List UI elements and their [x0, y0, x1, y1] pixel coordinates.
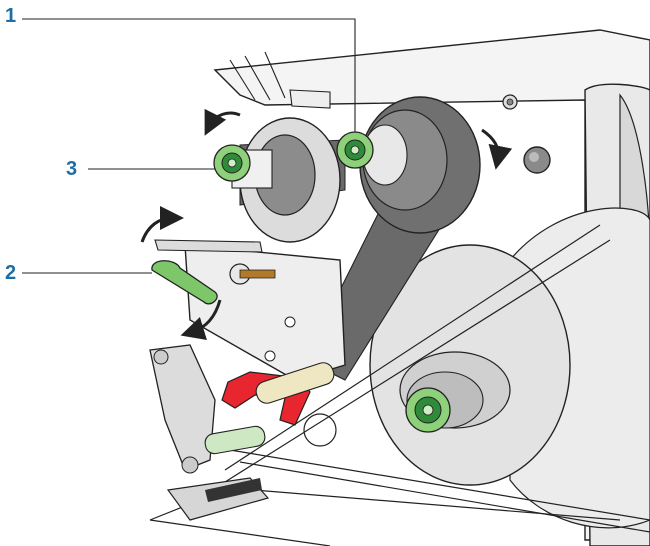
rewind-spindle: [213, 117, 341, 243]
supply-spindle: [336, 96, 481, 234]
release-lever: [151, 260, 276, 305]
rotation-arrow-icon: [140, 108, 513, 340]
label-strip: [149, 224, 650, 546]
label-roll: [509, 83, 650, 546]
lower-roll: [369, 244, 571, 486]
print-head-assembly: [149, 239, 346, 521]
callout-1: 1: [5, 5, 17, 27]
pressure-lever: [204, 362, 337, 455]
callout-2: 2: [5, 262, 17, 284]
callout-3: 3: [66, 158, 78, 180]
callout-leaders: [22, 18, 356, 274]
